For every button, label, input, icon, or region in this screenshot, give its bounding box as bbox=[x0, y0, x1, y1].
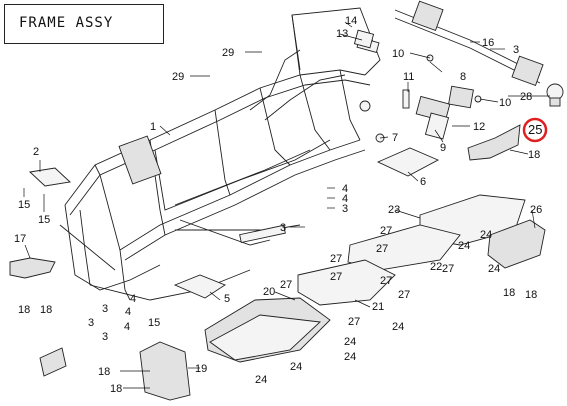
callout-4: 4 bbox=[130, 293, 136, 305]
callout-17: 17 bbox=[14, 233, 26, 245]
callout-10: 10 bbox=[392, 48, 404, 60]
callout-3: 3 bbox=[88, 317, 94, 329]
callout-2: 2 bbox=[33, 146, 39, 158]
callout-3: 3 bbox=[102, 303, 108, 315]
fwd-arrow-icon bbox=[39, 347, 67, 377]
callout-10: 10 bbox=[499, 97, 511, 109]
callout-24: 24 bbox=[255, 374, 267, 386]
part-25-bracket bbox=[467, 124, 521, 161]
callout-24: 24 bbox=[344, 351, 356, 363]
callout-19: 19 bbox=[195, 363, 207, 375]
rear-bracket-bar bbox=[394, 0, 564, 107]
callout-24: 24 bbox=[290, 361, 302, 373]
callout-4: 4 bbox=[124, 321, 130, 333]
callout-6: 6 bbox=[420, 176, 426, 188]
callout-14: 14 bbox=[345, 15, 357, 27]
callout-27: 27 bbox=[280, 279, 292, 291]
callout-4: 4 bbox=[342, 193, 348, 205]
part-5-plate bbox=[173, 274, 226, 299]
callout-27: 27 bbox=[398, 289, 410, 301]
callout-25: 25 bbox=[528, 122, 542, 137]
callout-15: 15 bbox=[38, 214, 50, 226]
callout-23: 23 bbox=[388, 204, 400, 216]
part-19 bbox=[139, 341, 191, 401]
callout-1: 1 bbox=[150, 121, 156, 133]
callout-27: 27 bbox=[330, 253, 342, 265]
callout-labels: 14 13 29 29 10 16 3 11 9 8 10 28 1 7 12 … bbox=[14, 15, 542, 395]
callout-24: 24 bbox=[344, 336, 356, 348]
callout-27: 27 bbox=[330, 271, 342, 283]
callout-18: 18 bbox=[525, 289, 537, 301]
callout-7: 7 bbox=[392, 132, 398, 144]
callout-11: 11 bbox=[403, 71, 414, 83]
callout-16: 16 bbox=[482, 37, 494, 49]
callout-20: 20 bbox=[263, 286, 275, 298]
callout-4: 4 bbox=[342, 183, 348, 195]
leader-lines bbox=[23, 21, 550, 389]
callout-29: 29 bbox=[222, 47, 234, 59]
callout-18: 18 bbox=[503, 287, 515, 299]
callout-26: 26 bbox=[530, 204, 542, 216]
callout-15: 15 bbox=[18, 199, 30, 211]
callout-27: 27 bbox=[442, 263, 454, 275]
callout-18: 18 bbox=[40, 304, 52, 316]
callout-27: 27 bbox=[380, 225, 392, 237]
callout-24: 24 bbox=[392, 321, 404, 333]
callout-24: 24 bbox=[488, 263, 500, 275]
highlighted-callout-25[interactable]: 25 bbox=[522, 117, 548, 143]
callout-18: 18 bbox=[110, 383, 122, 395]
callout-29: 29 bbox=[172, 71, 184, 83]
part-13-plate bbox=[353, 29, 375, 49]
callout-3: 3 bbox=[280, 222, 286, 234]
callout-9: 9 bbox=[440, 142, 446, 154]
callout-15: 15 bbox=[148, 317, 160, 329]
callout-18: 18 bbox=[528, 149, 540, 161]
callout-3: 3 bbox=[342, 203, 348, 215]
callout-27: 27 bbox=[380, 275, 392, 287]
part-2-bracket bbox=[29, 167, 71, 187]
main-frame bbox=[59, 7, 381, 301]
callout-18: 18 bbox=[98, 366, 110, 378]
part-17 bbox=[9, 257, 56, 279]
callout-21: 21 bbox=[372, 301, 384, 313]
callout-28: 28 bbox=[520, 91, 532, 103]
callout-8: 8 bbox=[460, 71, 466, 83]
callout-3: 3 bbox=[102, 331, 108, 343]
callout-24: 24 bbox=[458, 240, 470, 252]
part-6-plate bbox=[376, 147, 440, 177]
callout-13: 13 bbox=[336, 28, 348, 40]
callout-12: 12 bbox=[473, 121, 485, 133]
callout-18: 18 bbox=[18, 304, 30, 316]
callout-24: 24 bbox=[480, 229, 492, 241]
callout-3: 3 bbox=[513, 44, 519, 56]
skid-plates bbox=[204, 194, 546, 363]
diagram-title: FRAME ASSY bbox=[19, 15, 114, 31]
callout-4: 4 bbox=[125, 306, 131, 318]
callout-22: 22 bbox=[430, 261, 442, 273]
callout-27: 27 bbox=[348, 316, 360, 328]
title-box: FRAME ASSY bbox=[4, 4, 164, 44]
callout-27: 27 bbox=[376, 243, 388, 255]
callout-5: 5 bbox=[224, 293, 230, 305]
